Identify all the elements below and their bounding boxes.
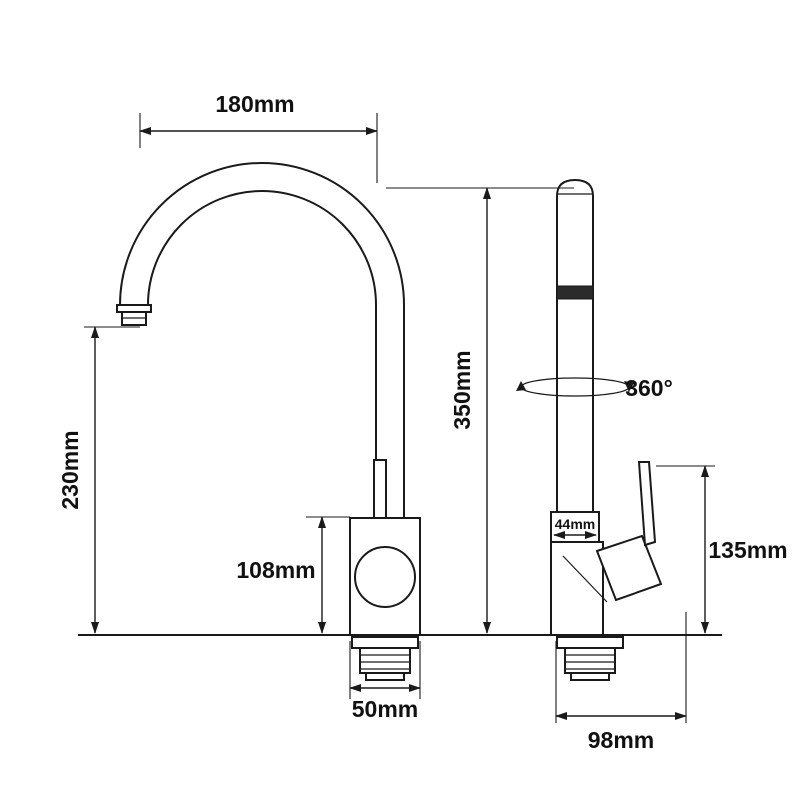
base-flange-front: [351, 636, 419, 649]
spout-tip-collar: [116, 304, 152, 313]
body-joint-sphere: [354, 546, 416, 608]
dimension-label-neck-width: 44mm: [555, 516, 595, 532]
pipe-accent-band: [556, 285, 594, 300]
handle-lever-front: [373, 459, 387, 521]
dimension-label-body-height: 108mm: [236, 557, 315, 583]
dimension-spout-reach: 180mm: [139, 91, 378, 183]
dimension-outlet-height: 230mm: [57, 326, 140, 634]
rotation-label: 360°: [625, 375, 673, 401]
shank-end-side: [570, 672, 610, 681]
dimension-label-spout-reach: 180mm: [215, 91, 294, 117]
dimension-body-height: 108mm: [236, 516, 350, 634]
dimension-total-height: 350mm: [386, 187, 574, 634]
shank-end-front: [365, 672, 405, 681]
front-view: [116, 162, 421, 681]
base-flange-side: [556, 636, 624, 649]
dimension-label-base-width: 50mm: [352, 696, 418, 722]
dimension-base-width: 50mm: [349, 641, 421, 722]
dimension-base-depth: 98mm: [555, 612, 687, 753]
handle-lever-side: [637, 461, 657, 547]
annotation-rotation: 360°: [625, 375, 673, 401]
dimension-handle-height: 135mm: [656, 465, 788, 634]
gooseneck-spout: [118, 162, 405, 519]
dimension-label-handle-height: 135mm: [708, 537, 787, 563]
mounting-shank-front: [351, 636, 419, 681]
mounting-shank-side: [556, 636, 624, 681]
dimension-label-base-depth: 98mm: [588, 727, 654, 753]
rotation-arrowhead-right: [624, 381, 634, 392]
dimension-label-outlet-height: 230mm: [57, 430, 83, 509]
faucet-body-side: [550, 541, 604, 636]
dimension-label-total-height: 350mm: [449, 350, 475, 429]
side-view: [516, 178, 663, 681]
rotation-arrowhead-left: [516, 381, 526, 391]
body-seam-line: [562, 555, 608, 603]
handle-boss-side: [595, 534, 663, 602]
dimension-neck-width: 44mm: [553, 516, 597, 539]
